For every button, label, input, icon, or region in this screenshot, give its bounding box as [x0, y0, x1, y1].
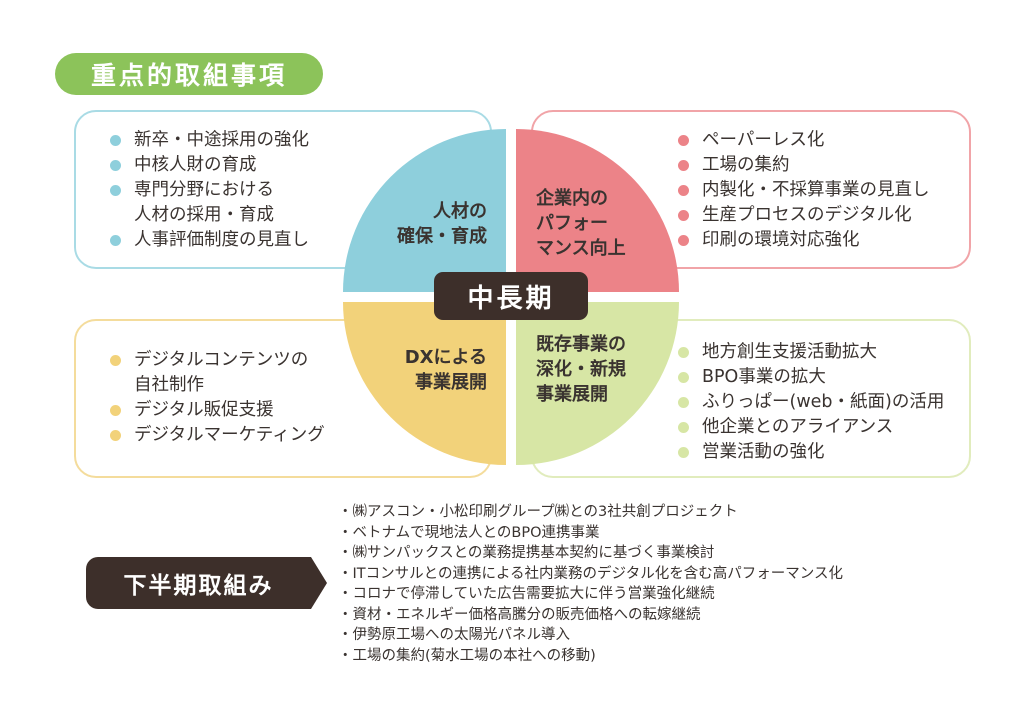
quadrant-performance	[516, 129, 679, 292]
list-performance: ペーパーレス化 工場の集約 内製化・不採算事業の見直し 生産プロセスのデジタル化…	[678, 128, 930, 253]
list-business: 地方創生支援活動拡大 BPO事業の拡大 ふりっぱー(web・紙面)の活用 他企業…	[678, 340, 944, 465]
list-item: デジタルコンテンツの自社制作	[110, 348, 325, 398]
list-item: 専門分野における人材の採用・育成	[110, 178, 309, 228]
quadrant-dx	[343, 302, 506, 465]
bullet-icon	[110, 160, 121, 171]
list-item: 地方創生支援活動拡大	[678, 340, 944, 365]
bullet-icon	[110, 135, 121, 146]
arrow-icon	[311, 557, 327, 609]
list-item: 印刷の環境対応強化	[678, 228, 930, 253]
bullet-icon	[678, 347, 689, 358]
bullet-icon	[678, 447, 689, 458]
list-item: ・㈱サンパックスとの業務提携基本契約に基づく事業検討	[338, 545, 715, 561]
second-half-list: ・㈱アスコン・小松印刷グループ㈱との3社共創プロジェクト ・ベトナムで現地法人と…	[338, 502, 843, 666]
second-half-label: 下半期取組み	[86, 557, 311, 609]
bullet-icon	[678, 160, 689, 171]
list-dx: デジタルコンテンツの自社制作 デジタル販促支援 デジタルマーケティング	[110, 348, 325, 448]
list-item: ペーパーレス化	[678, 128, 930, 153]
list-item: 内製化・不採算事業の見直し	[678, 178, 930, 203]
bullet-icon	[110, 355, 121, 366]
list-item: 工場の集約	[678, 153, 930, 178]
list-item: 他企業とのアライアンス	[678, 415, 944, 440]
bullet-icon	[678, 235, 689, 246]
center-label: 中長期	[434, 272, 588, 320]
list-item: ・㈱アスコン・小松印刷グループ㈱との3社共創プロジェクト	[338, 504, 738, 520]
quadrant-label-business: 既存事業の深化・新規事業展開	[536, 334, 626, 405]
list-item: 新卒・中途採用の強化	[110, 128, 309, 153]
bullet-icon	[678, 210, 689, 221]
list-item: デジタル販促支援	[110, 398, 325, 423]
list-item: ・ITコンサルとの連携による社内業務のデジタル化を含む高パフォーマンス化	[338, 565, 843, 582]
quadrant-hr	[343, 129, 506, 292]
list-item: ・資材・エネルギー価格高騰分の販売価格への転嫁継続	[338, 606, 701, 623]
quadrant-label-hr: 人材の確保・育成	[397, 201, 487, 247]
list-hr: 新卒・中途採用の強化 中核人財の育成 専門分野における人材の採用・育成 人事評価…	[110, 128, 309, 253]
list-item: BPO事業の拡大	[678, 365, 944, 390]
bullet-icon	[110, 430, 121, 441]
list-item: ・伊勢原工場への太陽光パネル導入	[338, 627, 570, 643]
list-item: 営業活動の強化	[678, 440, 944, 465]
list-item: ふりっぱー(web・紙面)の活用	[678, 390, 944, 415]
bullet-icon	[678, 397, 689, 408]
quadrant-label-performance: 企業内のパフォーマンス向上	[536, 188, 626, 259]
bullet-icon	[110, 405, 121, 416]
bullet-icon	[678, 185, 689, 196]
quadrant-business	[516, 302, 679, 465]
list-item: ・コロナで停滞していた広告需要拡大に伴う営業強化継続	[338, 586, 715, 602]
list-item: 人事評価制度の見直し	[110, 228, 309, 253]
list-item: デジタルマーケティング	[110, 423, 325, 448]
bullet-icon	[110, 185, 121, 196]
bullet-icon	[110, 235, 121, 246]
list-item: 生産プロセスのデジタル化	[678, 203, 930, 228]
list-item: ・工場の集約(菊水工場の本社への移動)	[338, 647, 596, 664]
bullet-icon	[678, 135, 689, 146]
list-item: ・ベトナムで現地法人とのBPO連携事業	[338, 524, 600, 541]
bullet-icon	[678, 422, 689, 433]
section-title: 重点的取組事項	[55, 53, 323, 95]
bullet-icon	[678, 372, 689, 383]
list-item: 中核人財の育成	[110, 153, 309, 178]
quadrant-label-dx: DXによる事業展開	[404, 347, 487, 393]
